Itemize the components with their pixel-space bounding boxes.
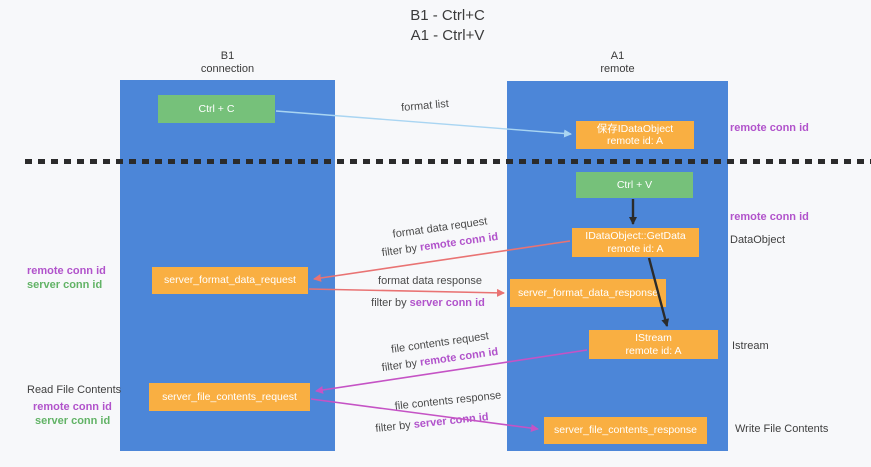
title-line-1: B1 - Ctrl+C bbox=[410, 7, 485, 24]
label-filter-remote-2-part-1: filter by bbox=[381, 356, 421, 375]
box-idataobject-getdata-line-1: IDataObject::GetData bbox=[585, 230, 686, 242]
label-filter-server-1: filter by server conn id bbox=[371, 297, 485, 309]
box-server-file-contents-response: server_file_contents_response bbox=[544, 417, 707, 444]
box-ctrl-v: Ctrl + V bbox=[576, 172, 693, 198]
column-header-a1-role: remote bbox=[600, 63, 635, 75]
box-idataobject-getdata-line-2: remote id: A bbox=[607, 242, 664, 255]
label-filter-server-2: filter by server conn id bbox=[375, 411, 489, 435]
dashed-divider-line bbox=[25, 159, 871, 164]
label-filter-server-1-part-1: filter by bbox=[371, 297, 410, 309]
box-ctrl-c: Ctrl + C bbox=[158, 95, 275, 123]
box-istream-line-1: IStream bbox=[635, 332, 672, 344]
column-header-b1-name: B1 bbox=[220, 50, 235, 62]
box-server-format-data-request-line-1: server_format_data_request bbox=[164, 274, 296, 287]
label-dataobject: DataObject bbox=[730, 234, 786, 246]
label-left-remote-conn-id-2: remote conn id bbox=[33, 401, 112, 413]
column-header-a1-name: A1 bbox=[610, 50, 625, 62]
label-filter-remote-1-part-1: filter by bbox=[381, 241, 421, 260]
label-right-remote-conn-id-2: remote conn id bbox=[730, 211, 809, 223]
label-filter-server-1-part-2: server conn id bbox=[409, 297, 485, 309]
label-format-data-response-part-1: format data response bbox=[378, 275, 482, 287]
label-istream: Istream bbox=[732, 340, 769, 352]
box-server-file-contents-request-line-1: server_file_contents_request bbox=[162, 390, 297, 403]
column-header-b1-role: connection bbox=[200, 63, 255, 75]
box-server-format-data-response-line-1: server_format_data_response bbox=[517, 286, 659, 299]
label-file-contents-response-part-1: file contents response bbox=[394, 389, 502, 413]
label-filter-server-2-part-2: server conn id bbox=[413, 411, 490, 431]
label-left-server-conn-id-1: server conn id bbox=[27, 279, 103, 291]
label-read-file-contents: Read File Contents bbox=[27, 384, 122, 396]
box-server-format-data-response: server_format_data_response bbox=[510, 279, 666, 307]
label-write-file-contents: Write File Contents bbox=[735, 423, 829, 435]
box-ctrl-c-line-1: Ctrl + C bbox=[198, 102, 235, 115]
label-right-remote-conn-id-1: remote conn id bbox=[730, 122, 809, 134]
label-format-list: format list bbox=[401, 98, 450, 114]
diagram-title: B1 - Ctrl+C A1 - Ctrl+V bbox=[340, 6, 555, 46]
label-format-data-response: format data response bbox=[378, 275, 482, 287]
label-left-server-conn-id-2: server conn id bbox=[35, 415, 111, 427]
arrow-format-data-response bbox=[308, 288, 505, 297]
box-istream-line-2: remote id: A bbox=[625, 344, 682, 357]
column-header-a1: A1 remote bbox=[507, 50, 728, 76]
box-ctrl-v-line-1: Ctrl + V bbox=[616, 178, 653, 191]
column-header-b1: B1 connection bbox=[120, 50, 335, 76]
label-file-contents-response: file contents response bbox=[394, 389, 502, 412]
box-save-idataobject-line-1: 保存IDataObject bbox=[596, 122, 674, 135]
label-left-remote-conn-id-1: remote conn id bbox=[27, 265, 106, 277]
title-line-2: A1 - Ctrl+V bbox=[410, 27, 485, 44]
box-server-file-contents-request: server_file_contents_request bbox=[149, 383, 310, 411]
box-server-file-contents-response-line-1: server_file_contents_response bbox=[553, 424, 697, 437]
label-format-list-part-1: format list bbox=[400, 97, 450, 115]
box-save-idataobject-line-2: remote id: A bbox=[606, 135, 664, 147]
box-server-format-data-request: server_format_data_request bbox=[152, 267, 308, 294]
label-filter-server-2-part-1: filter by bbox=[374, 418, 415, 435]
